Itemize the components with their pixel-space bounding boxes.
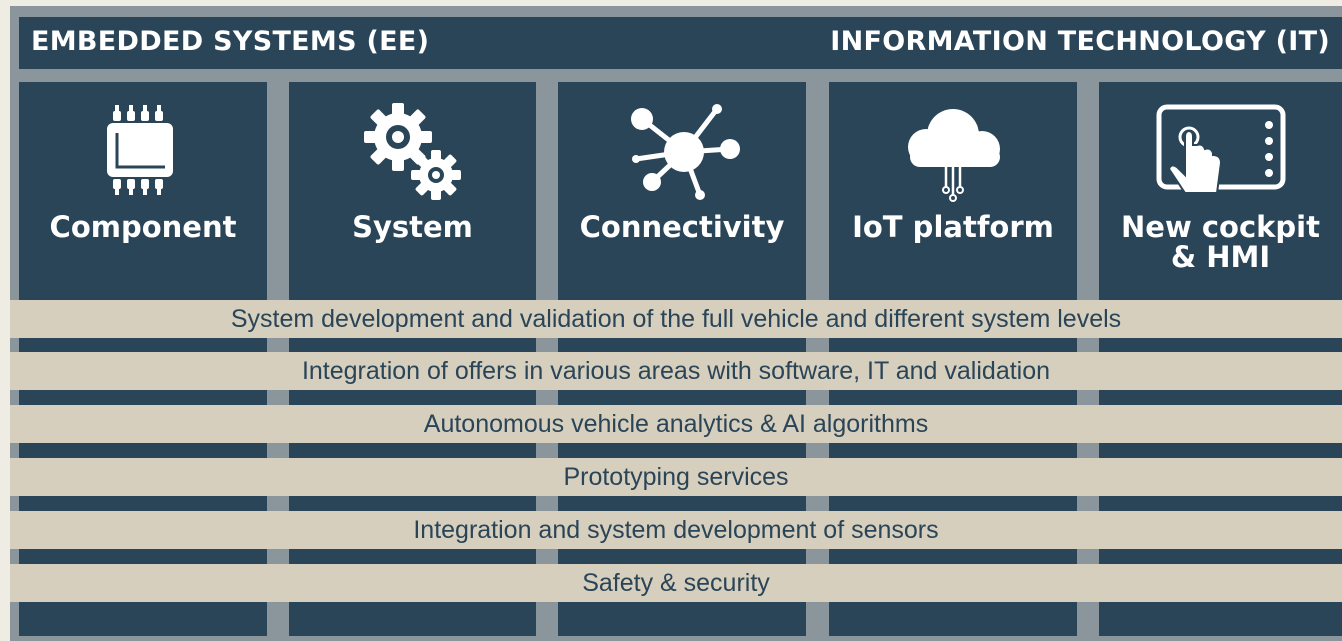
band-system-development: System development and validation of the…: [10, 300, 1342, 338]
touchscreen-icon: [1099, 97, 1342, 207]
column-label-iot-platform: IoT platform: [852, 210, 1054, 244]
band-prototyping: Prototyping services: [10, 458, 1342, 496]
column-label-new-cockpit-line2: & HMI: [1170, 240, 1271, 274]
column-label-system: System: [352, 210, 473, 244]
band-integration-offers: Integration of offers in various areas w…: [10, 352, 1342, 390]
gears-icon: [289, 97, 536, 207]
information-technology-title: INFORMATION TECHNOLOGY (IT): [830, 26, 1330, 57]
network-icon: [558, 97, 806, 207]
embedded-systems-title: EMBEDDED SYSTEMS (EE): [31, 26, 430, 57]
column-label-connectivity: Connectivity: [579, 210, 785, 244]
band-autonomous-analytics: Autonomous vehicle analytics & AI algori…: [10, 405, 1342, 443]
column-label-new-cockpit-line1: New cockpit: [1121, 210, 1320, 244]
column-label-new-cockpit: New cockpit & HMI: [1099, 212, 1342, 272]
band-safety-security: Safety & security: [10, 564, 1342, 602]
band-sensors: Integration and system development of se…: [10, 511, 1342, 549]
column-label-component: Component: [49, 210, 237, 244]
cloud-icon: [829, 97, 1077, 207]
header-bar: EMBEDDED SYSTEMS (EE) INFORMATION TECHNO…: [19, 17, 1342, 69]
chip-icon: [19, 97, 267, 207]
